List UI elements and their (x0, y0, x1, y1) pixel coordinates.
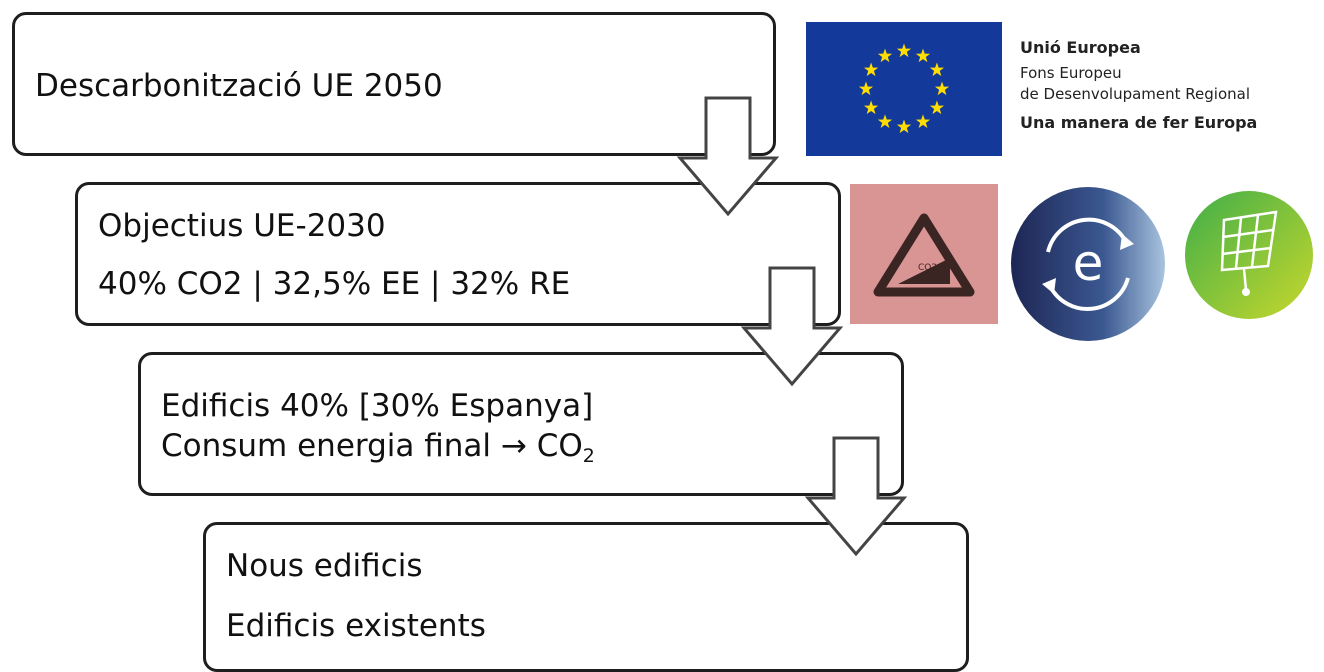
down-arrow-icon (804, 436, 908, 557)
final-energy-text: Consum energia final → CO (161, 428, 583, 464)
solar-panel-icon (1185, 191, 1313, 319)
new-buildings: Nous edificis (226, 548, 423, 584)
down-arrow-icon (676, 96, 780, 217)
co2-subscript: 2 (582, 445, 595, 467)
flow-box-buildings: Edificis 40% [30% Espanya] Consum energi… (138, 352, 904, 496)
decarbonization-label: Descarbonització UE 2050 (35, 68, 443, 104)
final-energy-co2: Consum energia final → CO2 (161, 431, 595, 466)
eu-fund-line-2: de Desenvolupament Regional (1020, 85, 1250, 103)
eu-star-icon (863, 62, 879, 77)
eu-star-icon (915, 114, 931, 128)
existing-buildings: Edificis existents (226, 608, 486, 644)
eu-star-icon (929, 100, 945, 115)
energy-cycle-icon: e (1011, 187, 1165, 341)
buildings-share: Edificis 40% [30% Espanya] (161, 388, 594, 424)
eu-flag-icon (806, 22, 1002, 156)
eu-2030-title: Objectius UE-2030 (98, 208, 386, 244)
eu-star-icon (863, 100, 879, 115)
eu-star-icon (915, 48, 931, 63)
down-arrow-icon (740, 266, 844, 387)
energy-letter: e (1073, 234, 1104, 292)
eu-star-icon (877, 114, 893, 128)
co2-triangle-icon: CO2 (873, 213, 975, 297)
flow-box-eu-2030-targets: Objectius UE-2030 40% CO2 | 32,5% EE | 3… (75, 182, 841, 326)
eu-star-icon (929, 62, 945, 77)
eu-union-label: Unió Europea (1020, 38, 1141, 57)
eu-motto: Una manera de fer Europa (1020, 113, 1258, 132)
eu-star-icon (934, 81, 950, 96)
eu-stars-icon (858, 43, 950, 134)
eu-star-icon (896, 119, 912, 134)
co2-warning-icon: CO2 (850, 184, 998, 324)
eu-2030-targets: 40% CO2 | 32,5% EE | 32% RE (98, 266, 571, 302)
eu-star-icon (896, 43, 912, 58)
eu-star-icon (877, 48, 893, 63)
eu-star-icon (858, 81, 874, 96)
flow-box-decarbonization: Descarbonització UE 2050 (12, 12, 776, 156)
co2-tile-label: CO2 (918, 263, 937, 273)
eu-fund-line-1: Fons Europeu (1020, 64, 1122, 82)
